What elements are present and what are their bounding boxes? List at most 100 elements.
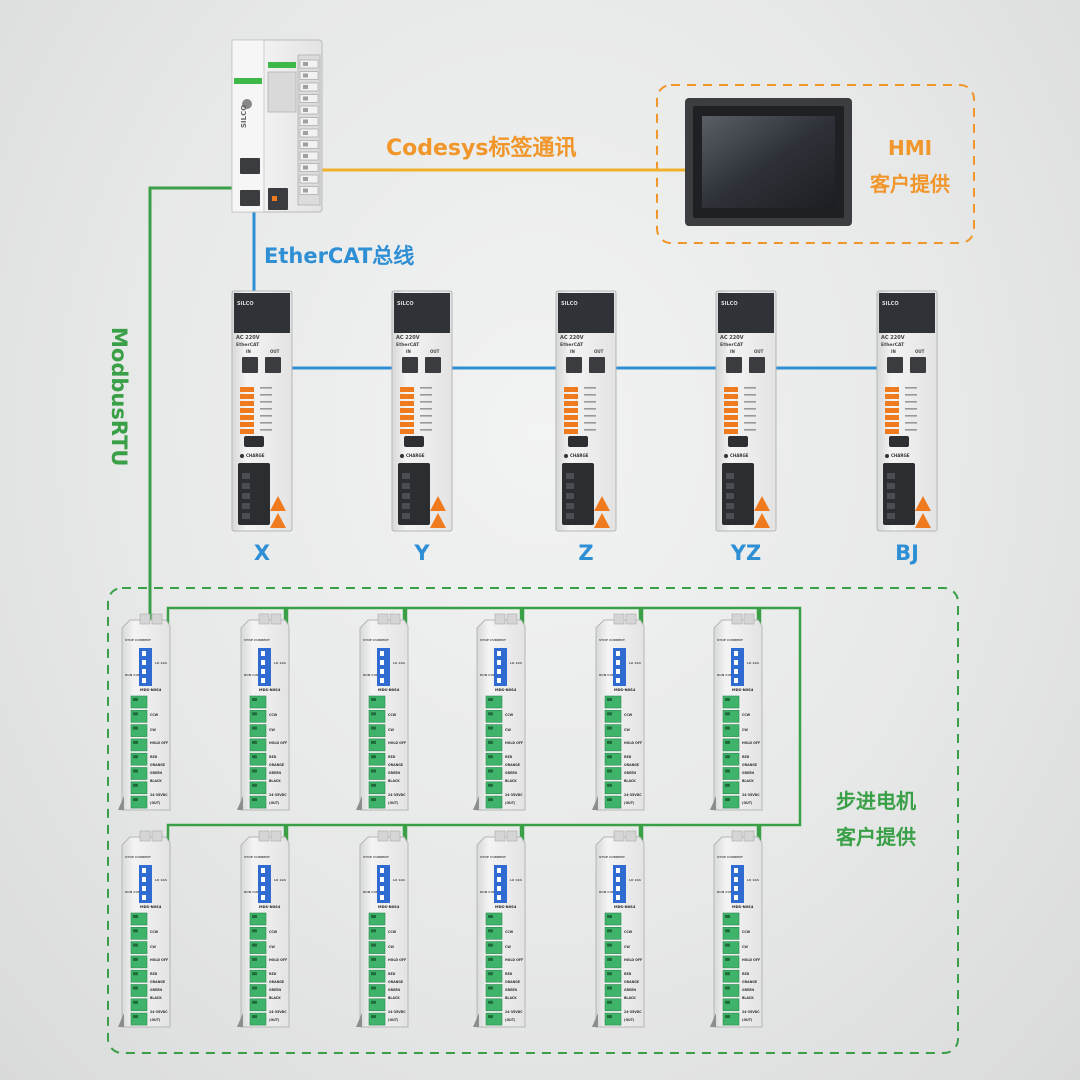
stepper-label-text: RUN CURRENT — [363, 890, 388, 894]
stepper-label-text: 24-35VDC — [150, 793, 168, 797]
stepper-label-text: (OUT) — [150, 801, 161, 805]
stepper-label-text: LO 10A — [629, 661, 642, 665]
stepper-label-text: 24-35VDC — [624, 793, 642, 797]
stepper-model-text: MDS-N0S4 — [140, 688, 162, 692]
stepper-label-text: HOLD OFF — [624, 741, 642, 745]
dip-switch — [139, 648, 152, 686]
servo-charge-text: CHARGE — [246, 453, 265, 458]
servo-out-text: OUT — [430, 349, 440, 354]
stepper-label-text: GREEN — [742, 771, 754, 775]
stepper-label-text: ORANGE — [742, 763, 757, 767]
stepper-label-text: ORANGE — [624, 980, 639, 984]
servo-in-text: IN — [570, 349, 575, 354]
ethercat-in-port — [726, 357, 742, 373]
stepper-label-text: CW — [150, 728, 156, 732]
servo-charge-text: CHARGE — [730, 453, 749, 458]
stepper-model-text: MDS-N0S4 — [614, 905, 636, 909]
modbus-line — [148, 186, 240, 625]
warning-icon — [430, 513, 446, 528]
stepper-label-text: RED — [269, 755, 277, 759]
ethercat-out-port — [265, 357, 281, 373]
servo-out-text: OUT — [915, 349, 925, 354]
ethercat-in-port — [887, 357, 903, 373]
stepper-label-text: 24-35VDC — [150, 1010, 168, 1014]
stepper-label-text: GREEN — [150, 771, 162, 775]
servo-rating-text: AC 220V — [881, 335, 905, 341]
servo-rating-text: AC 220V — [396, 335, 420, 341]
dip-switch — [731, 865, 744, 903]
stepper-label-text: ORANGE — [388, 763, 403, 767]
stepper-label-text: CW — [624, 728, 630, 732]
ethercat-in-port — [402, 357, 418, 373]
stepper-model-text: MDS-N0S4 — [495, 688, 517, 692]
stepper-label-text: BLACK — [388, 996, 400, 1000]
stepper-label-text: 24-35VDC — [388, 793, 406, 797]
stepper-label-text: ORANGE — [269, 980, 284, 984]
servo-in-text: IN — [406, 349, 411, 354]
servo-bus-text: EtherCAT — [720, 342, 744, 348]
dip-switch — [613, 865, 626, 903]
stepper-label-text: RUN CURRENT — [363, 673, 388, 677]
stepper-label-text: RUN CURRENT — [480, 673, 505, 677]
stepper-label-text: 24-35VDC — [269, 793, 287, 797]
dip-switch — [258, 865, 271, 903]
stepper-label-text: STOP CURRENT — [244, 855, 271, 859]
stepper-label-text: RED — [150, 755, 158, 759]
stepper-label-line2: 客户提供 — [835, 825, 916, 849]
stepper-label-text: GREEN — [150, 988, 162, 992]
stepper-label-text: BLACK — [505, 779, 517, 783]
stepper-label-text: CW — [624, 945, 630, 949]
stepper-label-text: CW — [269, 728, 275, 732]
stepper-label-text: STOP CURRENT — [599, 855, 626, 859]
stepper-label-text: STOP CURRENT — [125, 638, 152, 642]
ethercat-out-port — [749, 357, 765, 373]
ethercat-out-port — [589, 357, 605, 373]
stepper-label-text: HOLD OFF — [150, 958, 168, 962]
stepper-label-text: GREEN — [624, 771, 636, 775]
stepper-label-text: RED — [742, 972, 750, 976]
servo-bus-text: EtherCAT — [236, 342, 260, 348]
warning-icon — [754, 513, 770, 528]
stepper-label-text: GREEN — [388, 771, 400, 775]
stepper-label-text: 24-35VDC — [505, 1010, 523, 1014]
stepper-group-box — [107, 587, 959, 1054]
servo-bus-text: EtherCAT — [560, 342, 584, 348]
plc-controller: SILCO — [231, 39, 323, 213]
warning-icon — [270, 496, 286, 511]
stepper-label-text: (OUT) — [742, 1018, 753, 1022]
stepper-label-text: CW — [388, 728, 394, 732]
stepper-label-text: 24-35VDC — [269, 1010, 287, 1014]
servo-charge-text: CHARGE — [891, 453, 910, 458]
hmi-group-box — [656, 84, 975, 244]
stepper-model-text: MDS-N0S4 — [732, 688, 754, 692]
stepper-label-text: GREEN — [624, 988, 636, 992]
ethercat-out-port — [425, 357, 441, 373]
servo-brand-text: SILCO — [397, 301, 414, 307]
stepper-label-text: HOLD OFF — [742, 958, 760, 962]
stepper-label-text: HOLD OFF — [624, 958, 642, 962]
stepper-label-text: STOP CURRENT — [363, 638, 390, 642]
stepper-label-text: CCW — [150, 713, 159, 717]
stepper-label-text: HOLD OFF — [505, 958, 523, 962]
hmi-label-line1: HMI — [888, 136, 932, 160]
stepper-label-text: 24-35VDC — [624, 1010, 642, 1014]
stepper-label-text: HOLD OFF — [388, 741, 406, 745]
stepper-label-text: ORANGE — [505, 980, 520, 984]
stepper-label-text: RED — [269, 972, 277, 976]
stepper-label-text: RUN CURRENT — [599, 890, 624, 894]
stepper-label-text: 24-35VDC — [742, 793, 760, 797]
stepper-label-text: LO 10A — [274, 661, 287, 665]
stepper-label-text: CCW — [150, 930, 159, 934]
servo-rating-text: AC 220V — [560, 335, 584, 341]
servo-usb-port — [728, 436, 748, 447]
stepper-label-text: RED — [742, 755, 750, 759]
servo-brand-text: SILCO — [721, 301, 738, 307]
stepper-label-text: ORANGE — [150, 980, 165, 984]
servo-rating-text: AC 220V — [720, 335, 744, 341]
